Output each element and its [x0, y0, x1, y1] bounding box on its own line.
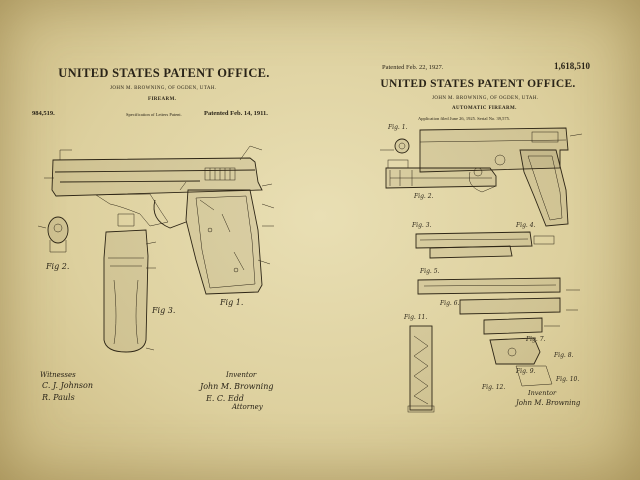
right-fig2-label: Fig. 2. — [414, 193, 434, 200]
witnesses-heading: Witnesses — [40, 371, 76, 379]
right-fig3-barrel — [415, 231, 555, 259]
fig2-label: Fig 2. — [46, 262, 70, 271]
right-fig2-slide — [385, 167, 497, 189]
left-patent-sheet: UNITED STATES PATENT OFFICE. JOHN M. BRO… — [32, 66, 275, 411]
right-inventor-signature: John M. Browning — [516, 399, 581, 407]
fig2-detail — [37, 216, 69, 253]
right-mechanism-drawing — [380, 127, 583, 413]
attorney-label: Attorney — [232, 403, 263, 411]
witness-signature-1: C. J. Johnson — [42, 381, 93, 390]
right-fig10-label: Fig. 10. — [556, 376, 580, 383]
left-pistol-drawing — [37, 145, 275, 353]
right-fig7-label: Fig. 7. — [526, 336, 546, 343]
right-patent-sheet: Patented Feb. 22, 1927. 1,618,510 UNITED… — [320, 0, 640, 480]
right-fig6-label: Fig. 6. — [440, 300, 460, 307]
fig3-label: Fig 3. — [152, 306, 176, 315]
right-fig12-label: Fig. 12. — [482, 384, 506, 391]
left-inventor-line: JOHN M. BROWNING, OF OGDEN, UTAH. — [110, 86, 217, 91]
witness-signature-2: R. Pauls — [42, 393, 75, 402]
right-application-line: Application filed June 26, 1925. Serial … — [418, 116, 510, 121]
inventor-heading: Inventor — [226, 371, 257, 379]
right-inventor-heading: Inventor — [528, 389, 557, 397]
right-fig4-label: Fig. 4. — [516, 222, 536, 229]
right-sheet-title: UNITED STATES PATENT OFFICE. — [380, 78, 576, 90]
fig1-label: Fig 1. — [220, 298, 244, 307]
left-sheet-title: UNITED STATES PATENT OFFICE. — [58, 66, 270, 80]
right-fig11-magazine — [407, 325, 435, 413]
right-fig1-pistol — [419, 127, 569, 227]
fig3-grip-view — [103, 213, 157, 353]
left-patent-date: Patented Feb. 14, 1911. — [204, 110, 268, 117]
inventor-signature: John M. Browning — [200, 382, 274, 391]
left-subject: FIREARM. — [148, 97, 177, 102]
right-fig5-label: Fig. 5. — [420, 268, 440, 275]
right-fig7-lower-parts — [489, 337, 553, 387]
right-fig-small-detail — [387, 138, 410, 169]
right-fig11-label: Fig. 11. — [404, 314, 428, 321]
attorney-signature: E. C. Edd — [206, 394, 244, 403]
right-inventor-line: JOHN M. BROWNING, OF OGDEN, UTAH. — [432, 96, 539, 101]
right-patent-date: Patented Feb. 22, 1927. — [382, 64, 444, 71]
right-fig3-label: Fig. 3. — [412, 222, 432, 229]
left-spec-line: Specification of Letters Patent. — [126, 112, 182, 117]
left-patent-number: 984,519. — [32, 110, 55, 117]
right-fig5-rail — [417, 277, 561, 335]
right-fig1-label: Fig. 1. — [388, 124, 408, 131]
fig1-pistol-side-view — [44, 145, 275, 295]
right-fig8-label: Fig. 8. — [554, 352, 574, 359]
right-subject: AUTOMATIC FIREARM. — [452, 106, 517, 111]
right-fig9-label: Fig. 9. — [516, 368, 536, 375]
right-leader-lines — [380, 133, 583, 327]
right-patent-number: 1,618,510 — [554, 61, 590, 71]
